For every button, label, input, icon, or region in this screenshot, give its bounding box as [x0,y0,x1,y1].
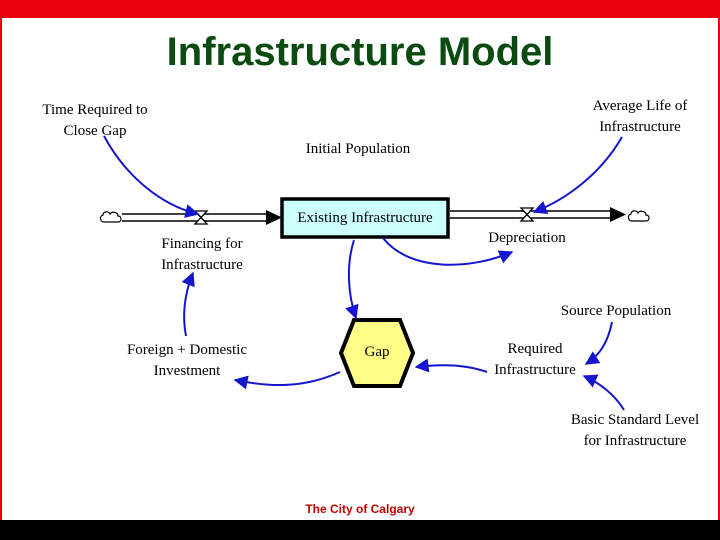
financing-label: Financing for Infrastructure [161,236,243,273]
gap-label: Gap [364,344,390,360]
link-investment-to-financing [181,271,195,337]
link-stock-to-gap [345,239,359,320]
basic-standard-label: Basic Standard Level for Infrastructure [570,412,700,449]
initial-population-label: Initial Population [305,141,411,157]
footer-organization: The City of Calgary [305,502,415,516]
bottom-black-bar [0,520,720,540]
existing-infrastructure-label: Existing Infrastructure [297,210,433,226]
required-infrastructure-label: Required Infrastructure [494,341,576,378]
link-gap-to-investment [233,371,341,390]
top-red-bar [0,0,720,18]
existing-infrastructure-stock [280,197,450,239]
time-required-label: Time Required to Close Gap [42,102,148,139]
depreciation-outflow-pipe [450,207,626,222]
link-source-to-required [584,321,613,365]
link-time-to-financing [103,135,200,218]
source-cloud-icon [99,211,122,223]
right-red-border [718,18,720,520]
source-population-label: Source Population [560,303,672,319]
average-life-label: Average Life of Infrastructure [592,98,688,135]
left-red-border [0,18,2,520]
depreciation-label: Depreciation [488,230,566,246]
sink-cloud-icon [627,210,650,222]
link-life-to-depreciation [532,136,623,214]
link-basic-to-required [582,374,625,411]
link-required-to-gap [414,358,488,373]
foreign-domestic-investment-label: Foreign + Domestic Investment [126,342,248,379]
depreciation-valve-icon [519,207,535,222]
gap-auxiliary [338,318,416,388]
slide-title: Infrastructure Model [166,30,554,74]
link-stock-to-depreciation [382,237,514,266]
